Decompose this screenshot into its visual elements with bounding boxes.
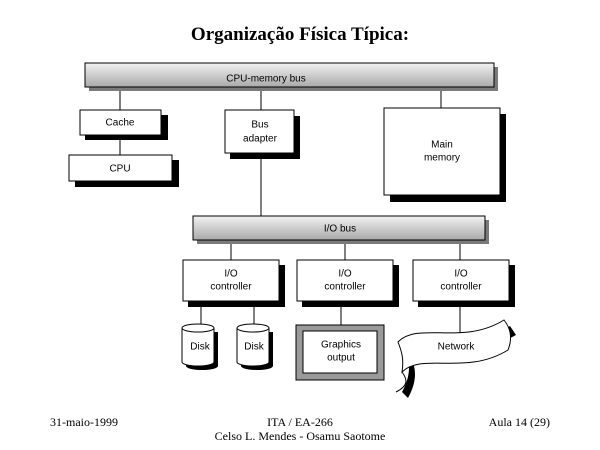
main-memory-box: Main memory xyxy=(383,107,506,202)
cpu-memory-bus-label: CPU-memory bus xyxy=(226,74,305,85)
io-controller: I/O controller xyxy=(296,259,399,307)
cache-label: Cache xyxy=(106,118,135,129)
footer-center: ITA / EA-266 Celso L. Mendes - Osamu Sao… xyxy=(150,415,450,443)
cpu-box: CPU xyxy=(68,154,179,187)
footer-course: ITA / EA-266 xyxy=(267,415,333,429)
io-controller-label-line2: controller xyxy=(440,282,482,293)
io-controller: I/O controller xyxy=(182,259,285,307)
footer-lecture: Aula 14 (29) xyxy=(488,415,550,429)
network-ribbon: Network xyxy=(395,319,516,398)
bus-adapter-label-line2: adapter xyxy=(243,134,278,145)
io-controller-label-line1: I/O xyxy=(224,269,238,280)
io-controller: I/O controller xyxy=(412,259,515,307)
disk-cylinder: Disk xyxy=(181,323,218,370)
footer-authors: Celso L. Mendes - Osamu Saotome xyxy=(214,429,386,443)
io-controller-label-line1: I/O xyxy=(454,269,468,280)
graphics-output-label-line2: output xyxy=(327,353,355,364)
bus-adapter-label-line1: Bus xyxy=(251,120,268,131)
main-memory-label-line2: memory xyxy=(424,153,460,164)
network-label: Network xyxy=(438,342,476,353)
cache-box: Cache xyxy=(79,109,168,140)
disk-label: Disk xyxy=(190,342,210,353)
graphics-output-label-line1: Graphics xyxy=(321,340,361,351)
footer-date: 31-maio-1999 xyxy=(50,415,118,429)
io-controller-label-line2: controller xyxy=(324,282,366,293)
io-controller-label-line1: I/O xyxy=(338,269,352,280)
io-bus: I/O bus xyxy=(192,215,489,244)
io-bus-label: I/O bus xyxy=(324,224,356,235)
disk-label: Disk xyxy=(244,342,264,353)
cpu-memory-bus: CPU-memory bus xyxy=(84,62,498,91)
cpu-label: CPU xyxy=(109,164,130,175)
bus-adapter-box: Bus adapter xyxy=(224,109,300,159)
graphics-output-monitor: Graphics output xyxy=(295,324,385,381)
disk-cylinder: Disk xyxy=(236,323,273,370)
io-controller-label-line2: controller xyxy=(210,282,252,293)
main-memory-label-line1: Main xyxy=(431,140,453,151)
slide-title: Organização Física Típica: xyxy=(190,24,410,45)
